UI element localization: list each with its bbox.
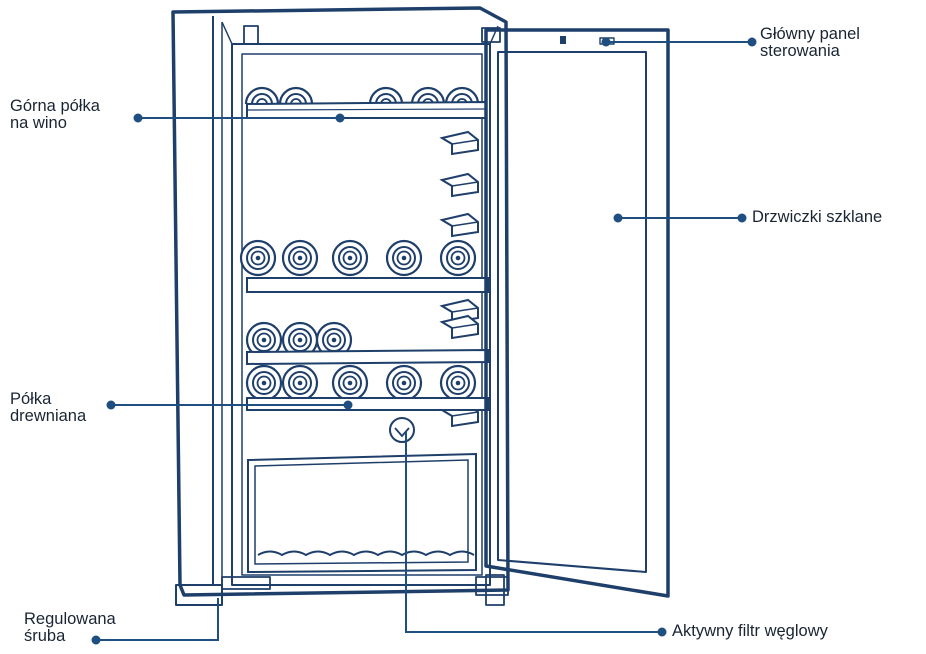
- top-shelf-label-line2: na wino: [10, 114, 67, 132]
- glass-door: [484, 28, 670, 598]
- bottom-bin: [247, 452, 477, 574]
- control-panel-label-line2: sterowania: [760, 42, 840, 60]
- carbon-filter-label: Aktywny filtr węglowy: [672, 622, 828, 640]
- adjustable-screw-leader: [96, 598, 219, 641]
- control-panel-label-line1: Główny panel: [760, 25, 860, 43]
- control-panel-label: Główny panel sterowania: [760, 26, 860, 60]
- leader-lines: [96, 41, 752, 641]
- wooden-shelf-label-line2: drewniana: [10, 407, 87, 425]
- upper-wooden-shelf-bottles: [245, 321, 489, 366]
- adjustable-screw-label: Regulowana śruba: [24, 611, 116, 645]
- top-wine-shelf: [244, 86, 487, 119]
- carbon-filter-icon: [389, 417, 415, 443]
- wooden-shelf-label-line1: Półka: [10, 390, 52, 408]
- top-shelf-label: Górna półka na wino: [10, 98, 100, 132]
- cabinet-body: [171, 6, 510, 606]
- adjustable-screw-label-line2: śruba: [24, 627, 66, 645]
- wooden-shelf-label: Półka drewniana: [10, 391, 86, 425]
- glass-door-label: Drzwiczki szklane: [752, 208, 883, 226]
- top-shelf-label-line1: Górna półka: [10, 97, 100, 115]
- wooden-shelf: [245, 364, 489, 411]
- leader-dots: [91, 37, 757, 645]
- middle-wine-shelf: [239, 239, 489, 293]
- carbon-filter-leader: [405, 432, 662, 633]
- adjustable-screw-label-line1: Regulowana: [24, 610, 116, 628]
